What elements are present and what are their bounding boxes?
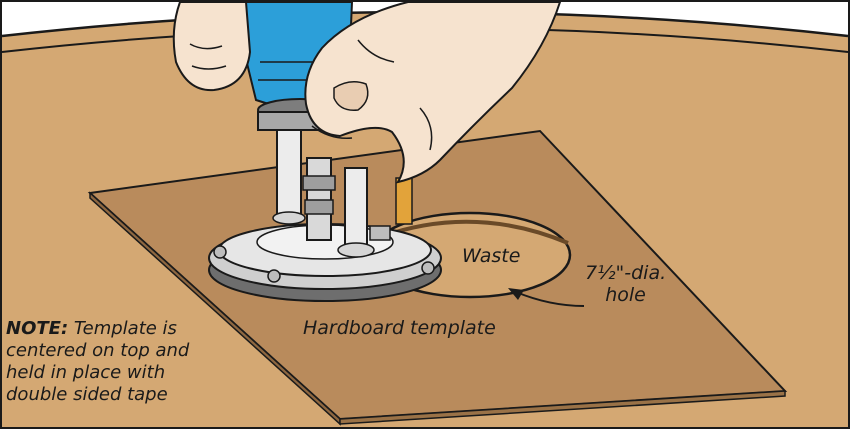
note-line-3: held in place with (6, 362, 166, 383)
note-line-4: double sided tape (6, 384, 168, 405)
hole-diameter-line2: hole (605, 284, 646, 306)
note-callout: NOTE: Template is centered on top and he… (6, 318, 189, 406)
hole-diameter-line1: 7½"-dia. (585, 262, 667, 284)
note-line-1: NOTE: Template is (6, 318, 189, 340)
template-label: Hardboard template (303, 317, 496, 339)
hole-diameter-label: 7½"-dia. hole (585, 262, 666, 306)
left-hand (172, 0, 252, 92)
right-hand (304, 0, 562, 184)
note-heading: NOTE: (6, 318, 69, 339)
hole-leader-arrow (508, 288, 585, 307)
waste-label: Waste (462, 245, 521, 267)
note-line-2: centered on top and (6, 340, 190, 361)
note-line-1-text: Template is (68, 318, 177, 339)
router-columns (272, 127, 413, 258)
